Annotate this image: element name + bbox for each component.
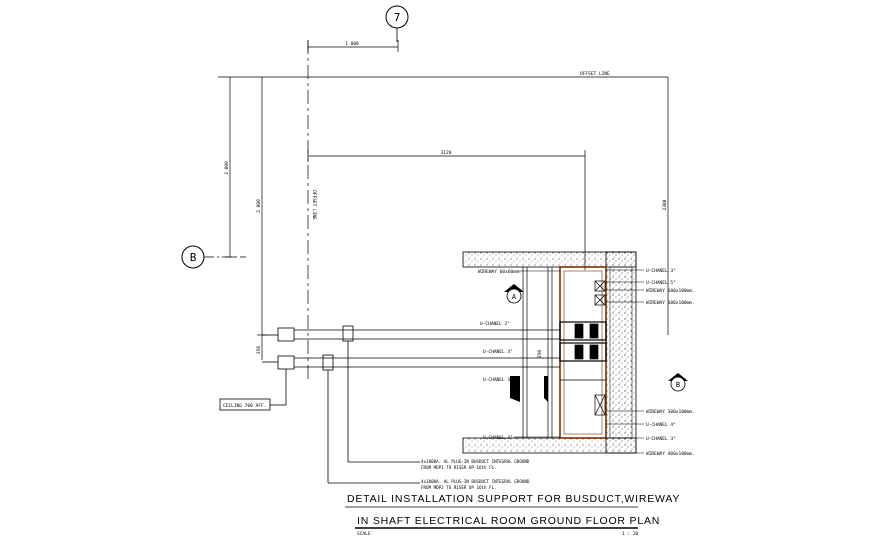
wireway-right-3: WIREWAY 300x100mm. — [646, 409, 695, 415]
dim-right-vertical: 2300 — [662, 199, 668, 210]
ceiling-note: CEILING 700 AFF. — [223, 403, 266, 409]
scale-value: 1 : 20 — [622, 531, 639, 537]
ceiling-note-box — [219, 398, 271, 411]
wireway-right-2: WIREWAY 100x100mm. — [646, 300, 695, 306]
offset-line-vertical-label: OFFSET LINE — [311, 190, 317, 220]
uchanel-label-c: U-CHANEL 3" — [483, 377, 513, 383]
shaft-walls — [462, 251, 637, 454]
dim-top-offset: 1 000 — [345, 41, 359, 47]
section-marker-b: B — [668, 373, 688, 392]
uchanel-right-4: U-CHANEL 3" — [646, 436, 676, 442]
svg-text:A: A — [512, 293, 517, 301]
dim-left-inner: 2 000 — [256, 199, 262, 213]
shaft-interior — [510, 266, 607, 439]
svg-text:7: 7 — [394, 11, 401, 24]
title-line-1: DETAIL INSTALLATION SUPPORT FOR BUSDUCT,… — [347, 493, 680, 505]
wireway-60-label: WIREWAY 60x60mm. — [478, 269, 521, 275]
dim-center-vertical: 350 — [537, 350, 543, 358]
busduct-1-line1: 4x3000A. AL PLUG-IN BUSDUCT INTEGRAL GRO… — [421, 459, 530, 464]
busduct-1-line2: FROM MDP1 TO RISER UP 16th FL. — [421, 465, 497, 470]
busduct-2-line1: 4x3000A. AL PLUG-IN BUSDUCT INTEGRAL GRO… — [421, 479, 530, 484]
dim-small-vertical: 350 — [256, 346, 262, 354]
right-leaders — [606, 269, 644, 454]
scale-label: SCALE — [357, 531, 371, 537]
uchanel-right-2: U-CHANEL 5" — [646, 280, 676, 286]
uchanel-right-1: U-CHANEL 3" — [646, 268, 676, 274]
wireway-right-1: WIREWAY 100x100mm. — [646, 288, 695, 294]
offset-line-label: OFFSET LINE — [580, 71, 610, 77]
grid-marker-7: 7 — [385, 5, 409, 42]
section-marker-a: A — [504, 284, 524, 304]
dim-horizontal: 3120 — [441, 150, 452, 156]
wireway-right-4: WIREWAY 400x100mm. — [646, 451, 695, 457]
uchanel-label-b: U-CHANEL 3" — [483, 349, 513, 355]
dim-left-outer: 2 000 — [224, 161, 230, 175]
uchanel-right-3: U-CHANEL 4" — [646, 422, 676, 428]
grid-marker-b: B — [181, 245, 246, 269]
uchanel-label-a: U-CHANEL 3" — [480, 321, 510, 327]
svg-text:B: B — [676, 381, 680, 389]
svg-text:B: B — [190, 251, 197, 264]
title-line-2: IN SHAFT ELECTRICAL ROOM GROUND FLOOR PL… — [357, 515, 660, 527]
dimension-lines — [218, 40, 669, 360]
uchanel-label-d: U-CHANEL 3" — [483, 435, 513, 441]
busduct-2-line2: FROM MDP2 TO RISER UP 16th FL. — [421, 485, 497, 490]
busduct-runs — [262, 325, 560, 484]
